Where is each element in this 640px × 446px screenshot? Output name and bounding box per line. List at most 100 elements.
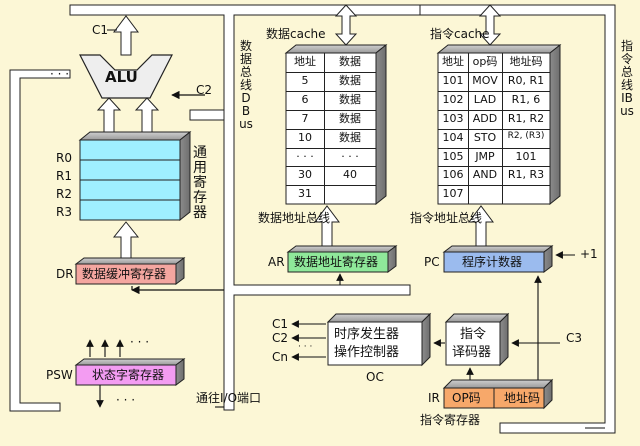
dr-to-registers-arrow	[112, 221, 140, 263]
register-r1: R1	[56, 169, 72, 183]
table-row-line	[286, 166, 376, 168]
table-cell: STO	[473, 130, 497, 144]
register-r2: R2	[56, 187, 72, 201]
data-cache-bus-arrow	[334, 4, 358, 46]
ir-box	[442, 378, 554, 410]
table-row-line	[438, 147, 550, 149]
psw-box	[74, 358, 186, 386]
data-cache-table-frame	[284, 43, 388, 206]
table-cell: R1, 6	[511, 92, 541, 106]
pc-label: 程序计数器	[462, 255, 523, 269]
psw-up-arrows	[86, 339, 124, 357]
table-cell: 5	[301, 73, 309, 87]
alu-c1-label: C1	[92, 23, 109, 37]
table-cell: JMP	[475, 149, 495, 163]
table-cell: R1, R3	[507, 168, 545, 182]
table-row-line	[286, 109, 376, 111]
table-row-line	[438, 109, 550, 111]
ar-to-cache-arrow	[314, 205, 340, 249]
data-bus-label: 数据总线DBus	[239, 39, 253, 131]
table-cell: 6	[301, 92, 309, 106]
table-cell: 104	[442, 130, 464, 144]
table-row-line	[438, 90, 550, 92]
feedback-bus	[9, 69, 71, 412]
controller-out-cn: Cn	[272, 350, 288, 364]
ar-box	[286, 245, 398, 273]
table-cell: 10	[298, 130, 312, 144]
table-cell: 数据	[339, 92, 361, 106]
table-row-line	[286, 71, 376, 73]
table-cell: 7	[301, 111, 309, 125]
table-cell: AND	[472, 168, 498, 182]
table-cell: 102	[442, 92, 464, 106]
dr-prefix: DR	[56, 267, 74, 281]
register-file-title: 通用寄存器	[193, 145, 207, 221]
controller-output-arrows	[291, 320, 326, 361]
table-header-cell: op码	[472, 55, 498, 68]
decoder-c3: C3	[566, 331, 583, 345]
table-cell: R1, R2	[507, 111, 545, 125]
controller-out-c2: C2	[272, 331, 289, 345]
register-bus-link	[189, 109, 225, 121]
alu-c2-label: C2	[196, 83, 213, 97]
table-cell: 101	[442, 73, 464, 87]
table-cell: LAD	[473, 92, 497, 106]
instr-address-bus-label: 指令地址总线	[410, 211, 483, 225]
psw-dots-top: · · ·	[130, 335, 150, 349]
table-cell: 数据	[339, 111, 361, 125]
decoder-line1: 指令	[460, 327, 487, 342]
table-cell: 40	[343, 168, 357, 182]
table-cell: 103	[442, 111, 464, 125]
controller-line1: 时序发生器	[334, 327, 400, 342]
table-cell: 数据	[339, 130, 361, 144]
table-header-cell: 地址	[294, 55, 316, 68]
alu-label: ALU	[105, 68, 138, 86]
pc-box	[442, 245, 554, 273]
table-cell: 107	[442, 187, 464, 201]
ar-prefix: AR	[268, 255, 285, 269]
controller-line2: 操作控制器	[334, 345, 400, 360]
table-cell: R0, R1	[507, 73, 545, 87]
controller-box	[326, 312, 432, 367]
io-port-label: 通往I/O端口	[196, 391, 262, 405]
table-row-line	[286, 185, 376, 187]
table-cell: R2, (R3)	[507, 130, 545, 141]
table-header-cell: 数据	[339, 55, 361, 68]
table-cell: 30	[298, 168, 312, 182]
pc-increment: +1	[580, 247, 598, 261]
controller-oc: OC	[366, 370, 384, 384]
table-cell: 31	[298, 187, 312, 201]
controller-out-c1: C1	[272, 317, 289, 331]
psw-prefix: PSW	[46, 368, 73, 382]
table-row-line	[286, 128, 376, 130]
psw-dots-bottom: · · ·	[116, 393, 136, 407]
table-row-line	[438, 71, 550, 73]
ar-label: 数据地址寄存器	[294, 255, 379, 269]
table-row-line	[438, 128, 550, 130]
table-cell: MOV	[472, 73, 498, 87]
table-cell: · · ·	[341, 149, 359, 163]
ir-prefix: IR	[428, 391, 440, 405]
instr-cache-bus-arrow	[478, 4, 502, 46]
pc-prefix: PC	[424, 255, 440, 269]
table-col-line	[502, 53, 503, 205]
table-cell: 101	[515, 149, 537, 163]
instruction-bus-label: 指令总线IBus	[620, 39, 634, 118]
decoder-box	[444, 312, 510, 367]
table-header-cell: 地址码	[509, 55, 543, 68]
table-row-line	[438, 166, 550, 168]
table-cell: 数据	[339, 73, 361, 87]
data-address-bus-label: 数据地址总线	[258, 211, 331, 225]
register-r3: R3	[56, 205, 72, 219]
table-cell: 105	[442, 149, 464, 163]
ir-op-field: OP码	[452, 391, 481, 405]
ir-address-field: 地址码	[504, 391, 541, 405]
table-col-line	[468, 53, 469, 205]
table-cell: ADD	[472, 111, 498, 125]
dr-box	[74, 257, 186, 285]
table-cell: 106	[442, 168, 464, 182]
table-row-line	[438, 185, 550, 187]
psw-label: 状态字寄存器	[92, 368, 165, 382]
instr-cache-title: 指令cache	[430, 27, 490, 41]
